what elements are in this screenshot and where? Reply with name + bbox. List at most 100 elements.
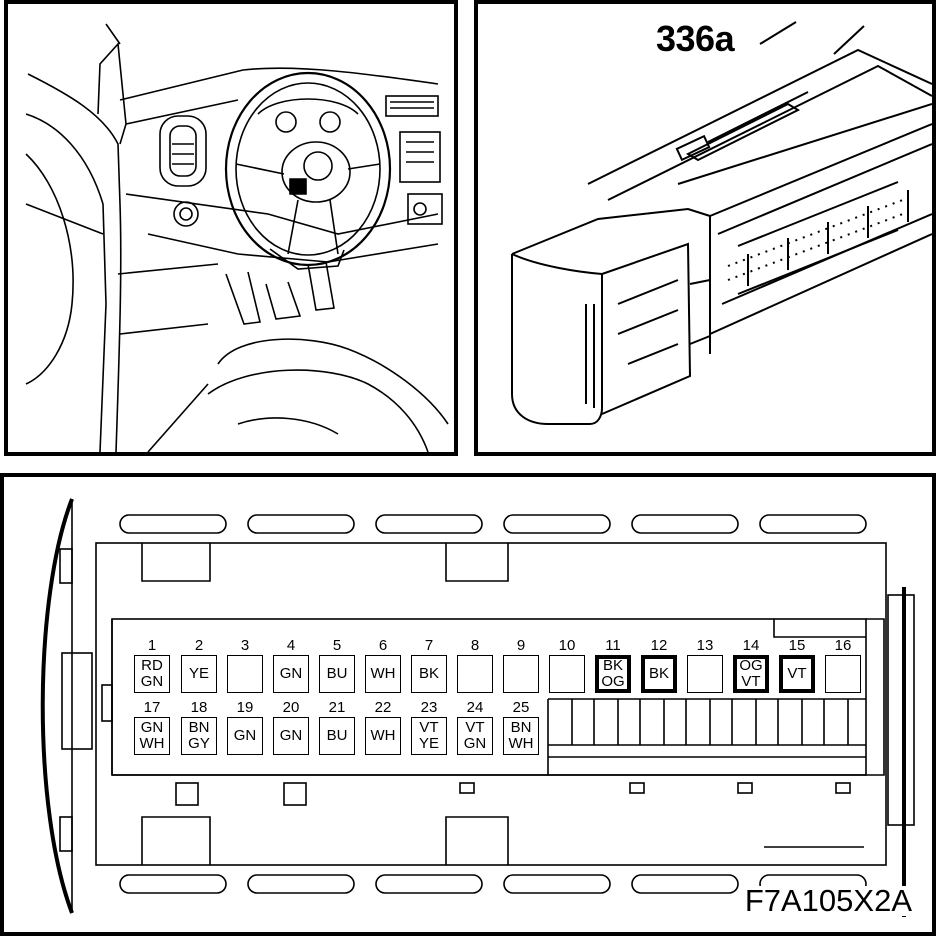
pin-number: 15 (788, 637, 806, 654)
wire-color-stripe: WH (508, 735, 534, 752)
wire-color: WH (370, 665, 396, 682)
wire-color: BN (188, 719, 210, 736)
figure-id-label: F7A105X2A (742, 883, 914, 918)
wire-color-stripe: GN (463, 735, 487, 752)
pin-cavity-highlighted: BK (641, 655, 677, 693)
pin-cavity (687, 655, 723, 693)
pin-number: 9 (516, 637, 526, 654)
connector-face-outline (40, 498, 915, 917)
pin-cavity (825, 655, 861, 693)
pin-number: 14 (742, 637, 760, 654)
wire-color: GN (140, 719, 164, 736)
pin-number: 5 (332, 637, 342, 654)
wire-color: VT (419, 719, 439, 736)
pin-number: 16 (834, 637, 852, 654)
wire-color: BU (326, 665, 348, 682)
pin-number: 24 (466, 699, 484, 716)
connector-perspective-drawing (511, 21, 932, 425)
pin-number: 18 (190, 699, 208, 716)
pin-cavity: BU (319, 717, 355, 755)
wire-color-stripe: YE (418, 735, 439, 752)
wire-color-stripe: WH (139, 735, 165, 752)
pin-3: 3 (225, 637, 265, 693)
pin-number: 8 (470, 637, 480, 654)
pin-number: 7 (424, 637, 434, 654)
pin-number: 12 (650, 637, 668, 654)
pin-cavity: GN (227, 717, 263, 755)
wire-color: WH (370, 727, 396, 744)
wire-color: YE (188, 665, 209, 682)
pin-number: 20 (282, 699, 300, 716)
pin-cavity-highlighted: VT (779, 655, 815, 693)
pin-cavity: GN (273, 717, 309, 755)
pin-number: 2 (194, 637, 204, 654)
wire-color: BU (326, 727, 348, 744)
pin-number: 22 (374, 699, 392, 716)
pin-10: 10 (547, 637, 587, 693)
connector-callout-label: 336a (656, 18, 735, 59)
pin-number: 17 (143, 699, 161, 716)
pin-cavity: GN (273, 655, 309, 693)
pin-cavity: YE (181, 655, 217, 693)
wire-color: RD (141, 657, 163, 674)
pin-13: 13 (685, 637, 725, 693)
wire-color: VT (787, 665, 807, 682)
pin-number: 25 (512, 699, 530, 716)
pin-cavity: WH (365, 655, 401, 693)
wire-color-stripe: VT (741, 673, 761, 690)
pin-number: 23 (420, 699, 438, 716)
pin-cavity (227, 655, 263, 693)
vehicle-interior-panel (4, 0, 458, 456)
pin-9: 9 (501, 637, 541, 693)
pin-number: 4 (286, 637, 296, 654)
pin-number: 21 (328, 699, 346, 716)
pin-cavity (503, 655, 539, 693)
wire-color: VT (465, 719, 485, 736)
wire-color-stripe: OG (601, 673, 625, 690)
pin-number: 13 (696, 637, 714, 654)
wire-color: GN (279, 727, 303, 744)
wire-color: BK (602, 657, 623, 674)
pin-number: 10 (558, 637, 576, 654)
pin-cavity (549, 655, 585, 693)
pin-8: 8 (455, 637, 495, 693)
pin-cavity (457, 655, 493, 693)
pin-cavity: WH (365, 717, 401, 755)
wire-color: GN (279, 665, 303, 682)
pin-number: 11 (605, 637, 621, 654)
vehicle-interior-drawing (25, 23, 449, 452)
connector-perspective-panel: 336a (474, 0, 936, 456)
wire-color: OG (739, 657, 763, 674)
wire-color: BK (418, 665, 439, 682)
wire-color: GN (233, 727, 257, 744)
pin-16: 16 (823, 637, 863, 693)
